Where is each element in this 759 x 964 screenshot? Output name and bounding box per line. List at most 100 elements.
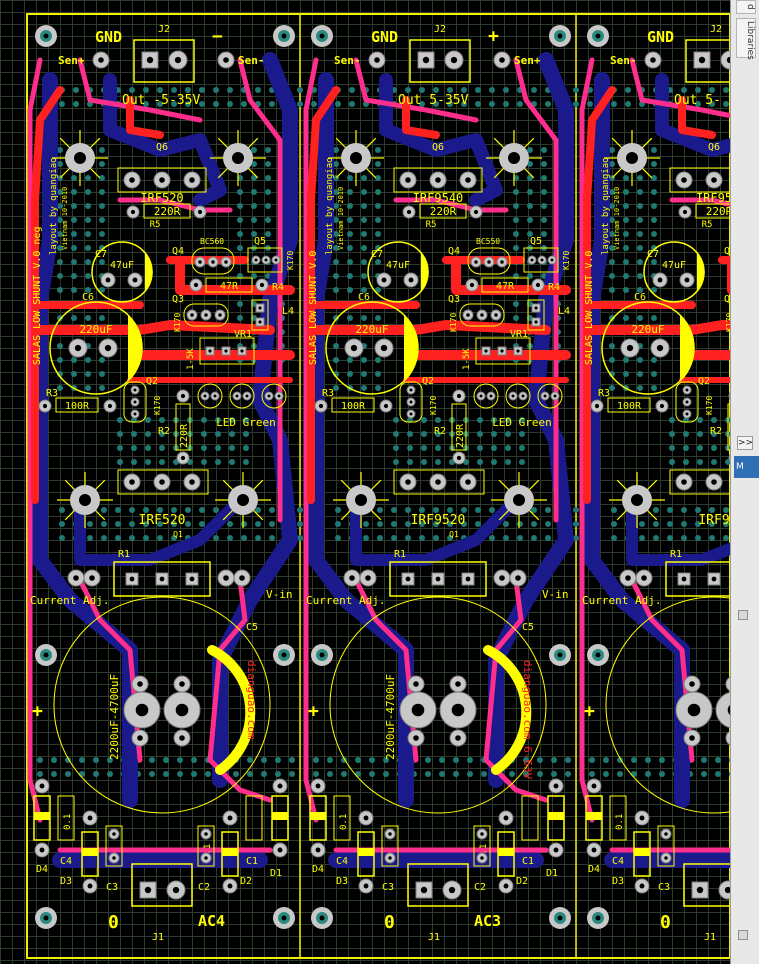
copper-fill-dot (425, 771, 431, 777)
copper-fill-dot (435, 431, 441, 437)
copper-fill-dot (59, 535, 65, 541)
plus-mark: + (308, 701, 319, 722)
copper-fill-dot (565, 771, 571, 777)
ac-label: AC4 (198, 912, 225, 930)
copper-fill-dot (99, 357, 105, 363)
pad-hole (406, 209, 412, 215)
bottom-copper-trace (626, 494, 730, 566)
magenta-trace (513, 57, 559, 523)
copper-fill-dot (99, 217, 105, 223)
polarity-sign: + (488, 26, 499, 47)
pad-hole (515, 575, 521, 581)
copper-fill-dot (129, 521, 135, 527)
copper-fill-dot (99, 245, 105, 251)
copper-fill-dot (631, 771, 637, 777)
copper-fill-dot (505, 445, 511, 451)
gnd-label: GND (371, 28, 398, 46)
copper-fill-dot (327, 771, 333, 777)
red-trace (451, 260, 571, 295)
copper-fill-dot (99, 161, 105, 167)
led-outline (473, 383, 499, 409)
copper-fill-dot (201, 431, 207, 437)
copper-fill-dot (363, 535, 369, 541)
copper-fill-dot (199, 521, 205, 527)
red-trace (583, 86, 616, 504)
copper-fill-dot (215, 431, 221, 437)
copper-fill-dot (347, 245, 353, 251)
copper-fill-dot (347, 203, 353, 209)
copper-fill-dot (237, 189, 243, 195)
copper-fill-dot (241, 535, 247, 541)
copper-fill-dot (651, 203, 657, 209)
copper-fill-dot (57, 357, 63, 363)
copper-fill-dot (383, 757, 389, 763)
copper-fill-dot (57, 231, 63, 237)
copper-fill-dot (333, 245, 339, 251)
vr1-outline (199, 337, 255, 365)
c6-value: 220uF (79, 323, 112, 336)
c6-value: 220uF (631, 323, 664, 336)
pad-hole (656, 344, 664, 352)
copper-fill-dot (609, 287, 615, 293)
copper-fill-dot (723, 87, 729, 93)
c7-polarity (421, 252, 429, 292)
pad (715, 691, 730, 729)
pad-hole (696, 886, 704, 894)
panel-blue-strip[interactable]: M (734, 456, 759, 478)
q6-ref: Q6 (156, 142, 168, 153)
copper-fill-dot (391, 535, 397, 541)
copper-fill-dot (447, 507, 453, 513)
pad-hole (465, 479, 471, 485)
scroll-marker[interactable] (738, 930, 748, 940)
scroll-marker[interactable] (738, 610, 748, 620)
q6-outline (669, 167, 730, 193)
copper-fill-dot (541, 147, 547, 153)
c6-ref: C6 (82, 292, 94, 303)
copper-fill-dot (541, 189, 547, 195)
pad-hole (137, 681, 143, 687)
copper-fill-dot (265, 203, 271, 209)
pad-hole (383, 403, 389, 409)
copper-fill-dot (227, 521, 233, 527)
pad-hole (474, 260, 478, 264)
vr1-value: 1-5K (462, 348, 472, 370)
q3-outline (183, 303, 229, 327)
copper-fill-dot (131, 445, 137, 451)
pad-hole (239, 575, 245, 581)
output-voltage-label: Out 5- (674, 93, 721, 108)
pad-hole (456, 393, 462, 399)
copper-fill-dot (85, 385, 91, 391)
copper-fill-dot (723, 101, 729, 107)
pad-hole (39, 783, 45, 789)
copper-fill-dot (57, 273, 63, 279)
pad-hole (408, 277, 414, 283)
copper-fill-dot (251, 147, 257, 153)
copper-fill-dot (637, 259, 643, 265)
copper-fill-dot (361, 357, 367, 363)
copper-fill-dot (637, 371, 643, 377)
copper-fill-dot (333, 273, 339, 279)
copper-fill-dot (491, 417, 497, 423)
connector-j2-outline (133, 39, 195, 83)
mount-hole-center (557, 33, 563, 39)
bottom-copper-trace (379, 73, 503, 207)
copper-fill-dot (201, 417, 207, 423)
copper-fill-dot (191, 771, 197, 777)
copper-fill-dot (311, 101, 317, 107)
heatsink-hole (237, 494, 249, 506)
copper-fill-dot (541, 217, 547, 223)
copper-fill-dot (71, 245, 77, 251)
pad-hole (711, 479, 717, 485)
heatsink-hole (508, 152, 520, 164)
pad-hole (487, 260, 491, 264)
copper-fill-dot (467, 771, 473, 777)
panel-collapse-button[interactable]: >> (737, 436, 754, 450)
copper-fill-dot (377, 507, 383, 513)
copper-fill-dot (729, 771, 730, 777)
panel-tab-d[interactable]: d (736, 0, 756, 14)
copper-fill-dot (433, 101, 439, 107)
panel-tab-libraries[interactable]: Libraries (736, 18, 756, 60)
c4-ref: C4 (60, 856, 72, 867)
